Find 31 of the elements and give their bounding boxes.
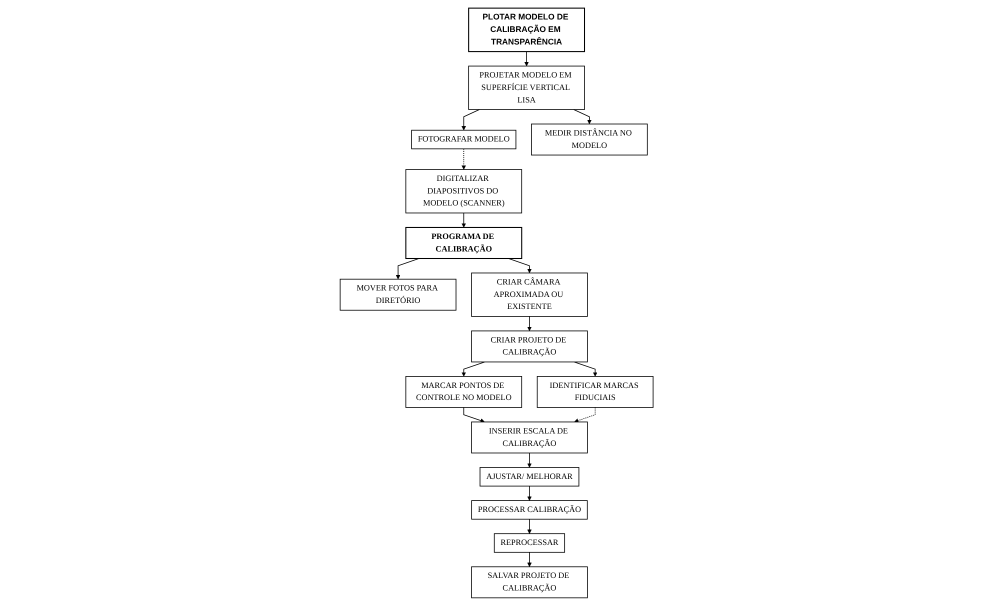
arrow xyxy=(528,552,532,568)
node-box xyxy=(537,376,654,408)
node-box xyxy=(406,226,523,260)
node-box xyxy=(340,278,457,311)
arrow xyxy=(528,316,532,332)
arrow xyxy=(462,362,486,377)
node-box xyxy=(472,330,588,362)
node-box xyxy=(472,566,588,598)
node-box xyxy=(472,422,588,454)
node-box xyxy=(480,467,580,486)
arrow xyxy=(574,362,598,377)
arrow xyxy=(462,109,480,130)
node-box xyxy=(531,124,648,156)
node-box xyxy=(494,533,566,553)
arrow xyxy=(508,258,532,274)
node-box xyxy=(468,8,586,52)
node-box xyxy=(472,500,588,520)
arrow xyxy=(574,109,592,124)
arrow xyxy=(464,407,486,423)
node-box xyxy=(468,66,586,110)
arrow xyxy=(524,51,530,66)
arrow xyxy=(574,407,596,423)
arrow xyxy=(528,486,532,501)
arrow xyxy=(528,452,532,468)
node-box xyxy=(412,130,517,150)
arrow xyxy=(462,212,466,228)
arrow xyxy=(528,518,532,534)
node-box xyxy=(406,376,522,408)
node-box xyxy=(406,169,522,214)
arrow xyxy=(462,148,466,170)
node-box xyxy=(472,272,588,317)
